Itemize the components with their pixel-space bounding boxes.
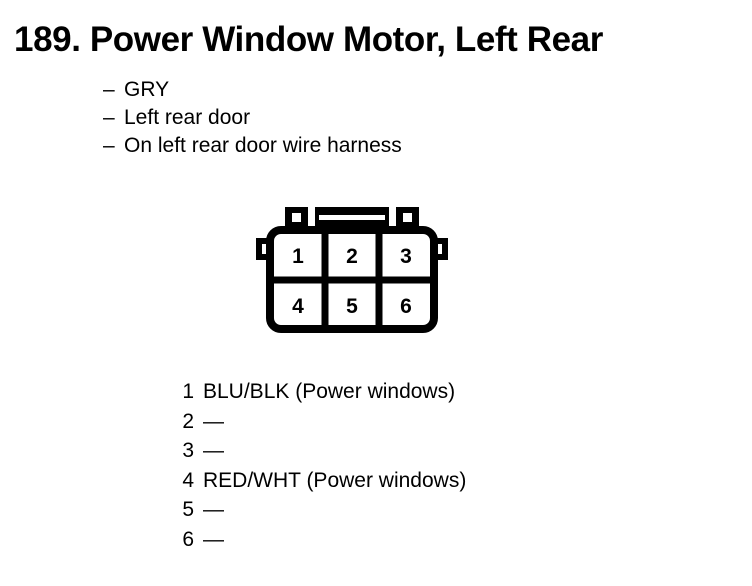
center-top-tab-slot	[319, 215, 385, 220]
pin-number: 5	[182, 498, 194, 521]
bullet-dash: –	[103, 134, 115, 157]
left-top-tab-hole	[292, 213, 301, 222]
list-item: –Left rear door	[103, 104, 402, 132]
list-item: 3—	[178, 436, 466, 466]
list-item-label: Left rear door	[124, 106, 251, 129]
pin-number: 4	[182, 468, 194, 492]
connector-top-tabs	[285, 207, 419, 232]
bullet-dash: –	[103, 78, 115, 101]
list-item: –On left rear door wire harness	[103, 132, 402, 160]
cavity-label-4: 4	[292, 295, 304, 318]
pin-value: —	[203, 498, 224, 521]
cavity-label-6: 6	[400, 295, 412, 318]
cavity-label-1: 1	[292, 245, 304, 268]
cavity-label-2: 2	[346, 245, 358, 268]
right-top-tab-hole	[403, 213, 412, 222]
list-item: 2—	[178, 407, 466, 437]
pin-number: 1	[182, 380, 194, 403]
pin-value: —	[203, 527, 224, 551]
pin-value: —	[203, 439, 224, 462]
list-item: 4 RED/WHT (Power windows)	[178, 466, 466, 496]
cavity-label-3: 3	[400, 245, 412, 268]
pin-value: —	[203, 409, 224, 433]
list-item: –GRY	[103, 76, 402, 104]
pin-value: BLU/BLK (Power windows)	[203, 380, 456, 403]
page-title: 189. Power Window Motor, Left Rear	[14, 20, 603, 59]
pin-number: 2	[182, 409, 194, 433]
list-item: 1 BLU/BLK (Power windows)	[178, 377, 466, 407]
bullet-dash: –	[103, 106, 115, 129]
list-item: 6—	[178, 525, 466, 555]
connector-diagram: 1 2 3 4 5 6	[252, 205, 452, 333]
list-item: 5—	[178, 495, 466, 525]
connector-cavity-dividers	[274, 234, 430, 325]
list-item-label: On left rear door wire harness	[124, 134, 402, 157]
pin-number: 6	[182, 527, 194, 551]
cavity-label-5: 5	[346, 295, 358, 318]
list-item-label: GRY	[124, 78, 170, 101]
pin-number: 3	[182, 439, 194, 462]
spec-list: –GRY –Left rear door –On left rear door …	[103, 76, 402, 160]
pin-value: RED/WHT (Power windows)	[203, 468, 467, 492]
